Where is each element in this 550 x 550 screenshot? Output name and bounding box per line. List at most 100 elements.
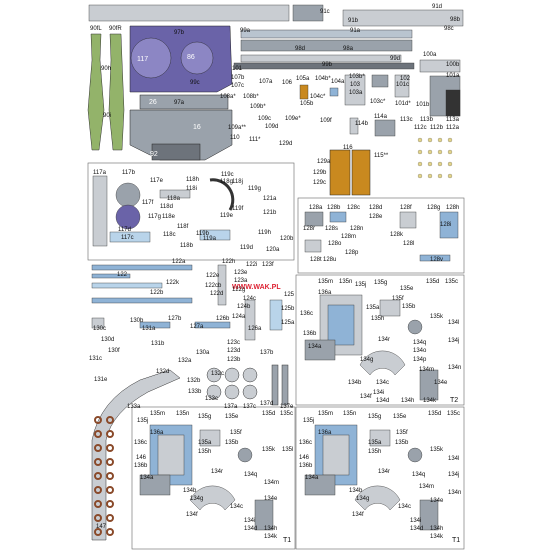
label-130f: 130f xyxy=(108,348,120,354)
label-t1r-134j: 134j xyxy=(448,472,460,478)
label-t1l-135n: 135n xyxy=(176,411,190,417)
label-102: 102 xyxy=(400,76,411,82)
label-128t: 128t xyxy=(310,257,322,263)
label-107c: 107c xyxy=(231,83,245,89)
label-99a: 99a xyxy=(240,28,251,34)
label-t2-134q: 134q xyxy=(413,340,427,346)
label-109b: 109b* xyxy=(250,104,266,110)
label-t1l-135d: 135d xyxy=(262,411,276,417)
label-106: 106 xyxy=(282,80,293,86)
label-112c: 112c xyxy=(414,125,427,131)
label-t1r-135g: 135g xyxy=(368,414,382,420)
label-t1r-135j: 135j xyxy=(303,418,315,424)
label-137e: 137e xyxy=(280,404,294,410)
label-128r: 128r xyxy=(303,226,316,232)
label-117b: 117b xyxy=(122,170,135,176)
label-127b: 127b xyxy=(168,316,182,322)
label-t1-left: T1 xyxy=(283,537,292,544)
label-116: 116 xyxy=(343,145,353,151)
label-128i: 128i xyxy=(440,222,452,228)
label-131b: 131b xyxy=(151,341,165,347)
label-t2-135e: 135e xyxy=(400,286,414,292)
label-t1l-136a: 136a xyxy=(150,430,164,436)
label-118b: 118b xyxy=(180,243,193,249)
label-t2-134m: 134m xyxy=(419,367,435,373)
label-129d: 129d xyxy=(279,141,293,147)
label-t2-134r: 134r xyxy=(378,337,391,343)
label-t1r-136a: 136a xyxy=(318,430,332,436)
label-117e: 117e xyxy=(150,178,163,184)
frame-117-group xyxy=(87,162,295,261)
label-110: 110 xyxy=(230,135,240,141)
label-t1r-134b: 134b xyxy=(349,488,363,494)
label-124b: 124b xyxy=(237,304,251,310)
label-113c: 113c xyxy=(400,117,413,123)
label-129a: 129a xyxy=(317,159,331,165)
label-t1r-136c: 136c xyxy=(299,440,313,446)
label-124a: 124a xyxy=(232,314,246,320)
label-119b: 119b xyxy=(196,231,209,237)
label-112a: 112a xyxy=(446,125,459,131)
label-123a: 123a xyxy=(234,278,248,284)
label-t2-134c: 134c xyxy=(376,380,390,386)
label-117d: 117d xyxy=(118,227,131,233)
label-t1r-134n: 134n xyxy=(448,490,462,496)
label-137b: 137b xyxy=(260,350,274,356)
label-122: 122 xyxy=(117,272,128,278)
parts-126-127 xyxy=(91,299,283,341)
label-t1l-134f: 134f xyxy=(186,512,198,518)
label-118a: 118a xyxy=(167,196,180,202)
label-122b: 122b xyxy=(150,290,164,296)
frame-t1-right xyxy=(295,406,465,550)
label-t1l-135l: 135l xyxy=(282,447,294,453)
label-t1l-134a: 134a xyxy=(140,475,154,481)
label-90h: 90h xyxy=(101,66,112,72)
label-t1l-134m: 134m xyxy=(264,480,280,486)
label-118i: 118i xyxy=(186,186,197,192)
label-t1l-146: 146 xyxy=(136,455,147,461)
label-t1l-134k: 134k xyxy=(264,534,278,540)
label-t1r-134d: 134d xyxy=(410,526,424,532)
label-117g: 117g xyxy=(148,214,161,220)
label-t2-136c: 136c xyxy=(300,311,314,317)
label-t1l-135g: 135g xyxy=(198,414,212,420)
label-105b: 105b xyxy=(300,101,314,107)
label-108a: 108a* xyxy=(220,94,236,100)
label-128o: 128o xyxy=(328,241,342,247)
label-111: 111* xyxy=(249,137,261,143)
label-t1l-136c: 136c xyxy=(134,440,148,446)
label-98c: 98c xyxy=(444,26,454,32)
label-118d: 118d xyxy=(160,204,173,210)
label-t1l-135a: 135a xyxy=(198,440,212,446)
label-103c: 103c* xyxy=(370,99,386,105)
label-108b: 108b* xyxy=(243,94,259,100)
label-117f: 117f xyxy=(142,200,154,206)
label-128m: 128m xyxy=(341,234,357,240)
wheel-group-117 xyxy=(92,175,235,247)
label-t1r-134i: 134i xyxy=(410,518,422,524)
label-130d: 130d xyxy=(101,337,115,343)
label-127a: 127a xyxy=(190,324,204,330)
label-122a: 122a xyxy=(172,259,186,265)
label-120a: 120a xyxy=(266,247,280,253)
label-t1l-134q: 134q xyxy=(244,472,258,478)
label-t1l-134d: 134d xyxy=(244,526,258,532)
turret-top-purple xyxy=(129,25,233,93)
label-118c: 118c xyxy=(163,232,176,238)
label-t2-134e: 134e xyxy=(434,380,448,386)
frame-t1-left xyxy=(131,406,296,550)
label-122h: 122h xyxy=(222,259,236,265)
label-97b: 97b xyxy=(174,30,185,36)
label-t2: T2 xyxy=(450,397,459,404)
label-137d: 137d xyxy=(260,401,274,407)
label-t1r-135b: 135b xyxy=(395,440,409,446)
label-99d: 99d xyxy=(390,56,401,62)
label-t1l-135m: 135m xyxy=(150,411,166,417)
label-91d: 91d xyxy=(432,4,443,10)
label-90i: 90i xyxy=(103,113,112,119)
label-t1l-135k: 135k xyxy=(262,447,276,453)
label-128c: 128c xyxy=(347,205,361,211)
label-123e: 123e xyxy=(234,270,248,276)
label-123d: 123d xyxy=(227,348,241,354)
label-132d: 132d xyxy=(156,369,170,375)
